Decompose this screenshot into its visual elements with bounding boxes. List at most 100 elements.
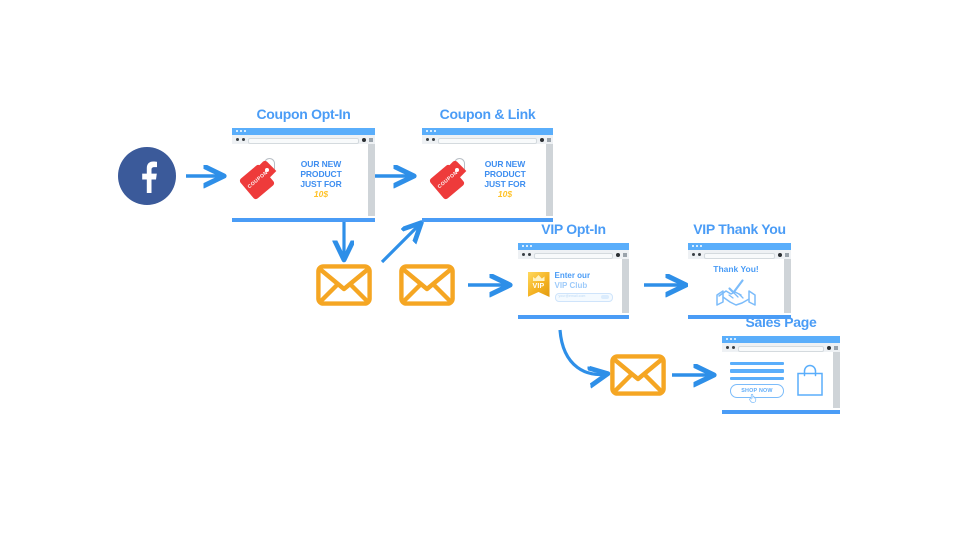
gear-icon[interactable] (362, 137, 366, 142)
page-content-vip-optin: VIP Enter our VIP Club your@email.com (518, 259, 622, 313)
address-bar[interactable] (534, 252, 613, 259)
headline-line-3: JUST FOR (484, 178, 526, 189)
shop-now-label: SHOP NOW (741, 388, 773, 395)
page-content-vip-thankyou: Thank You! (688, 259, 784, 313)
headline-line-1: OUR NEW (300, 159, 342, 170)
window-vip-optin[interactable]: VIP Opt-In VIP (518, 221, 629, 319)
browser-frame: SHOP NOW (722, 336, 840, 414)
titlebar-dot-2 (240, 130, 242, 132)
titlebar (518, 243, 629, 250)
tag-hole (455, 168, 459, 172)
vip-heading-line-2: VIP Club (554, 280, 588, 290)
back-button-icon[interactable] (692, 253, 695, 256)
submit-button[interactable] (600, 294, 609, 299)
facebook-logo[interactable] (118, 147, 176, 205)
window-title-coupon-link: Coupon & Link (439, 106, 536, 122)
window-bottom-bar (722, 410, 840, 414)
envelope-icon (316, 264, 372, 306)
window-title-vip-thankyou: VIP Thank You (693, 221, 786, 237)
scrollbar[interactable] (622, 259, 629, 313)
tag-hole (265, 168, 269, 172)
titlebar-dot-2 (696, 245, 698, 247)
forward-button-icon[interactable] (528, 253, 531, 256)
titlebar-dot-1 (522, 245, 524, 247)
forward-button-icon[interactable] (732, 346, 735, 349)
browser-frame: VIP Enter our VIP Club your@email.com (518, 243, 629, 319)
envelope-icon-1[interactable] (316, 264, 372, 306)
coupon-headline: OUR NEW PRODUCT JUST FOR 10$ (280, 160, 368, 199)
titlebar-dot-3 (434, 130, 436, 132)
window-bottom-bar (422, 218, 553, 222)
back-button-icon[interactable] (522, 253, 525, 256)
menu-icon[interactable] (369, 138, 373, 142)
window-title-sales-page: Sales Page (745, 314, 817, 330)
forward-button-icon[interactable] (432, 138, 435, 141)
arrow-vip-optin-to-email-3 (558, 329, 606, 375)
window-coupon-optin[interactable]: Coupon Opt-In (232, 106, 375, 222)
scrollbar[interactable] (833, 352, 840, 408)
scrollbar[interactable] (368, 144, 375, 216)
address-bar[interactable] (438, 137, 537, 144)
address-bar[interactable] (704, 252, 775, 259)
shop-now-button[interactable]: SHOP NOW (730, 384, 784, 404)
window-bottom-bar (688, 315, 791, 319)
titlebar-dot-3 (700, 245, 702, 247)
envelope-icon (399, 264, 455, 306)
facebook-f-glyph (142, 161, 157, 193)
page-content-coupon-optin: COUPON OUR NEW PRODUCT JUST FOR 10$ (232, 144, 368, 216)
coupon-price: 10$ (497, 189, 513, 200)
coupon-tag-icon: COUPON (428, 157, 470, 203)
crown-icon (532, 275, 545, 281)
menu-icon[interactable] (785, 253, 789, 257)
window-coupon-link[interactable]: Coupon & Link (422, 106, 553, 222)
menu-icon[interactable] (834, 346, 838, 350)
back-button-icon[interactable] (726, 346, 729, 349)
titlebar-dot-2 (430, 130, 432, 132)
titlebar-dot-3 (530, 245, 532, 247)
forward-button-icon[interactable] (698, 253, 701, 256)
window-vip-thankyou[interactable]: VIP Thank You Thank You! (688, 221, 791, 319)
window-bottom-bar (518, 315, 629, 319)
scrollbar[interactable] (546, 144, 553, 216)
window-bottom-bar (232, 218, 375, 222)
titlebar-dot-3 (734, 338, 736, 340)
forward-button-icon[interactable] (242, 138, 245, 141)
titlebar-dot-1 (426, 130, 428, 132)
address-bar[interactable] (738, 345, 824, 352)
headline-line-3: JUST FOR (300, 178, 342, 189)
page-content-sales-page: SHOP NOW (722, 352, 833, 408)
address-bar[interactable] (248, 137, 359, 144)
vip-copy: Enter our VIP Club your@email.com (554, 270, 613, 302)
headline-line-2: PRODUCT (484, 168, 526, 179)
back-button-icon[interactable] (426, 138, 429, 141)
menu-icon[interactable] (547, 138, 551, 142)
email-input[interactable]: your@email.com (554, 292, 613, 302)
window-sales-page[interactable]: Sales Page (722, 314, 840, 414)
coupon-headline: OUR NEW PRODUCT JUST FOR 10$ (470, 160, 546, 199)
scrollbar[interactable] (784, 259, 791, 313)
titlebar-dot-1 (692, 245, 694, 247)
window-title-coupon-optin: Coupon Opt-In (256, 106, 351, 122)
vip-badge-label: VIP (532, 283, 545, 290)
text-line-3 (730, 376, 784, 381)
titlebar (722, 336, 840, 343)
handshake-check-icon (716, 279, 756, 306)
titlebar (422, 128, 553, 135)
back-button-icon[interactable] (236, 138, 239, 141)
titlebar-dot-1 (236, 130, 238, 132)
titlebar (688, 243, 791, 250)
menu-icon[interactable] (623, 253, 627, 257)
gear-icon[interactable] (540, 137, 544, 142)
headline-line-1: OUR NEW (484, 159, 526, 170)
gear-icon[interactable] (616, 252, 620, 257)
gear-icon[interactable] (827, 345, 831, 350)
gear-icon[interactable] (778, 252, 782, 257)
browser-frame: COUPON OUR NEW PRODUCT JUST FOR 10$ (422, 128, 553, 222)
cursor-hand-icon (749, 394, 757, 404)
vip-heading-line-1: Enter our (554, 270, 591, 280)
envelope-icon-3[interactable] (610, 354, 666, 396)
headline-line-2: PRODUCT (300, 168, 342, 179)
arrow-coupon-link-to-email-2 (380, 224, 420, 264)
envelope-icon-2[interactable] (399, 264, 455, 306)
